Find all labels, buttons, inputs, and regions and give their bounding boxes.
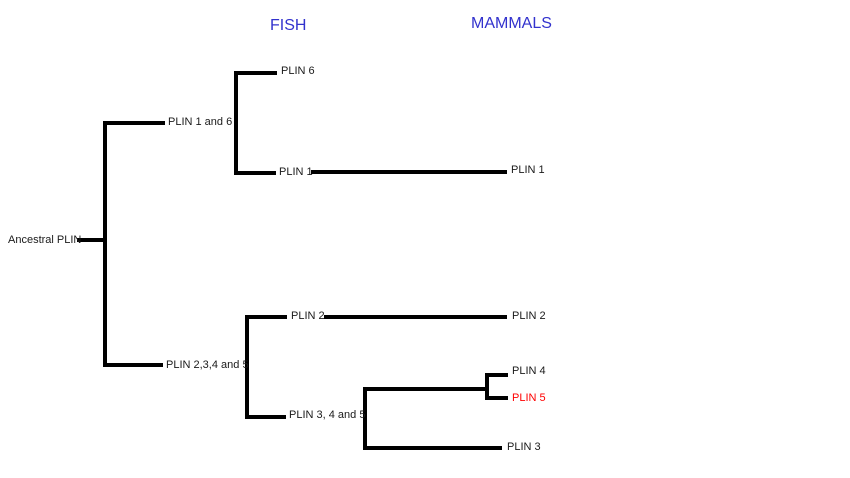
mammals-column-header: MAMMALS [471, 15, 552, 32]
mammal-plin4-branch-line [485, 373, 508, 377]
upper-clade-branch-line [103, 121, 165, 125]
mammal-plin1-label: PLIN 1 [511, 164, 545, 176]
fish-plin2-branch-line [245, 315, 287, 319]
mammal-plin3-label: PLIN 3 [507, 441, 541, 453]
fish-plin2-label: PLIN 2 [291, 310, 325, 322]
mammal-plin5-label: PLIN 5 [512, 392, 546, 404]
fish-plin1-label: PLIN 1 [279, 166, 313, 178]
plin45-horizontal-line [363, 387, 489, 391]
plin2345-vertical-line [245, 315, 249, 419]
main-trunk-line [103, 121, 107, 367]
lower-clade-branch-line [103, 363, 163, 367]
mammal-plin3-branch-line [363, 446, 502, 450]
plin45-bracket-line [485, 373, 489, 400]
mammal-plin5-branch-line [485, 396, 508, 400]
fish-plin6-branch-line [234, 71, 277, 75]
root-node-label: Ancestral PLIN [8, 234, 82, 246]
fish-plin1-branch-line [234, 171, 276, 175]
plin2-fish-to-mammal-line [324, 315, 507, 319]
fish-column-header: FISH [270, 17, 307, 34]
fish-plin6-label: PLIN 6 [281, 65, 315, 77]
fish-plin1-6-vertical-line [234, 71, 238, 175]
plin345-branch-line [245, 415, 286, 419]
root-branch-line [77, 238, 106, 242]
plin1-fish-to-mammal-line [311, 170, 507, 174]
sub-clade-node-label: PLIN 3, 4 and 5 [289, 409, 366, 421]
lower-clade-node-label: PLIN 2,3,4 and 5 [166, 359, 249, 371]
upper-clade-node-label: PLIN 1 and 6 [168, 116, 233, 128]
mammal-plin4-label: PLIN 4 [512, 365, 546, 377]
mammal-plin2-label: PLIN 2 [512, 310, 546, 322]
plin345-vertical-line [363, 387, 367, 450]
